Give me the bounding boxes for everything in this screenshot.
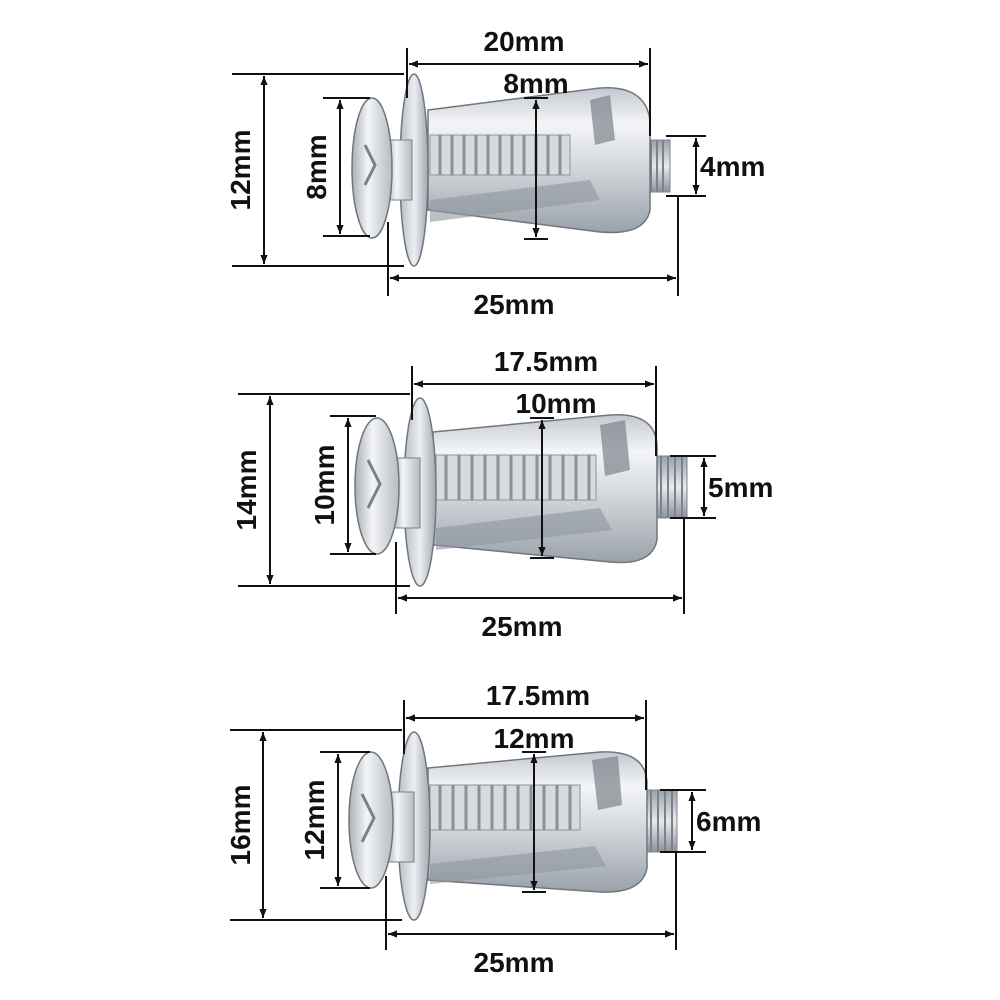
head-diameter-label: 12mm <box>299 780 330 861</box>
body-diameter-label: 8mm <box>503 68 568 99</box>
body-diameter-label: 12mm <box>494 723 575 754</box>
anchor-3: 17.5mm 12mm 16mm 12mm 6mm 25mm <box>225 680 761 978</box>
body-diameter-label: 10mm <box>516 388 597 419</box>
thread-diameter-label: 6mm <box>696 806 761 837</box>
thread-diameter-label: 4mm <box>700 151 765 182</box>
anchor-1: 20mm 8mm 12mm 8mm 4mm 25mm <box>225 26 765 320</box>
anchor-2: 17.5mm 10mm 14mm 10mm 5mm 25mm <box>231 346 773 642</box>
thread-diameter-label: 5mm <box>708 472 773 503</box>
head-diameter-label: 8mm <box>301 134 332 199</box>
anchor-illustration <box>351 73 671 267</box>
anchor-illustration <box>354 397 688 587</box>
flange-diameter-label: 12mm <box>225 130 256 211</box>
top-length-label: 20mm <box>484 26 565 57</box>
flange-diameter-label: 16mm <box>225 785 256 866</box>
total-length-label: 25mm <box>474 947 555 978</box>
flange-diameter-label: 14mm <box>231 450 262 531</box>
anchor-illustration <box>348 731 678 921</box>
total-length-label: 25mm <box>474 289 555 320</box>
head-diameter-label: 10mm <box>309 445 340 526</box>
top-length-label: 17.5mm <box>486 680 590 711</box>
dimension-lines <box>238 366 716 614</box>
dimension-lines <box>230 700 706 950</box>
dimension-lines <box>232 48 706 296</box>
total-length-label: 25mm <box>482 611 563 642</box>
top-length-label: 17.5mm <box>494 346 598 377</box>
